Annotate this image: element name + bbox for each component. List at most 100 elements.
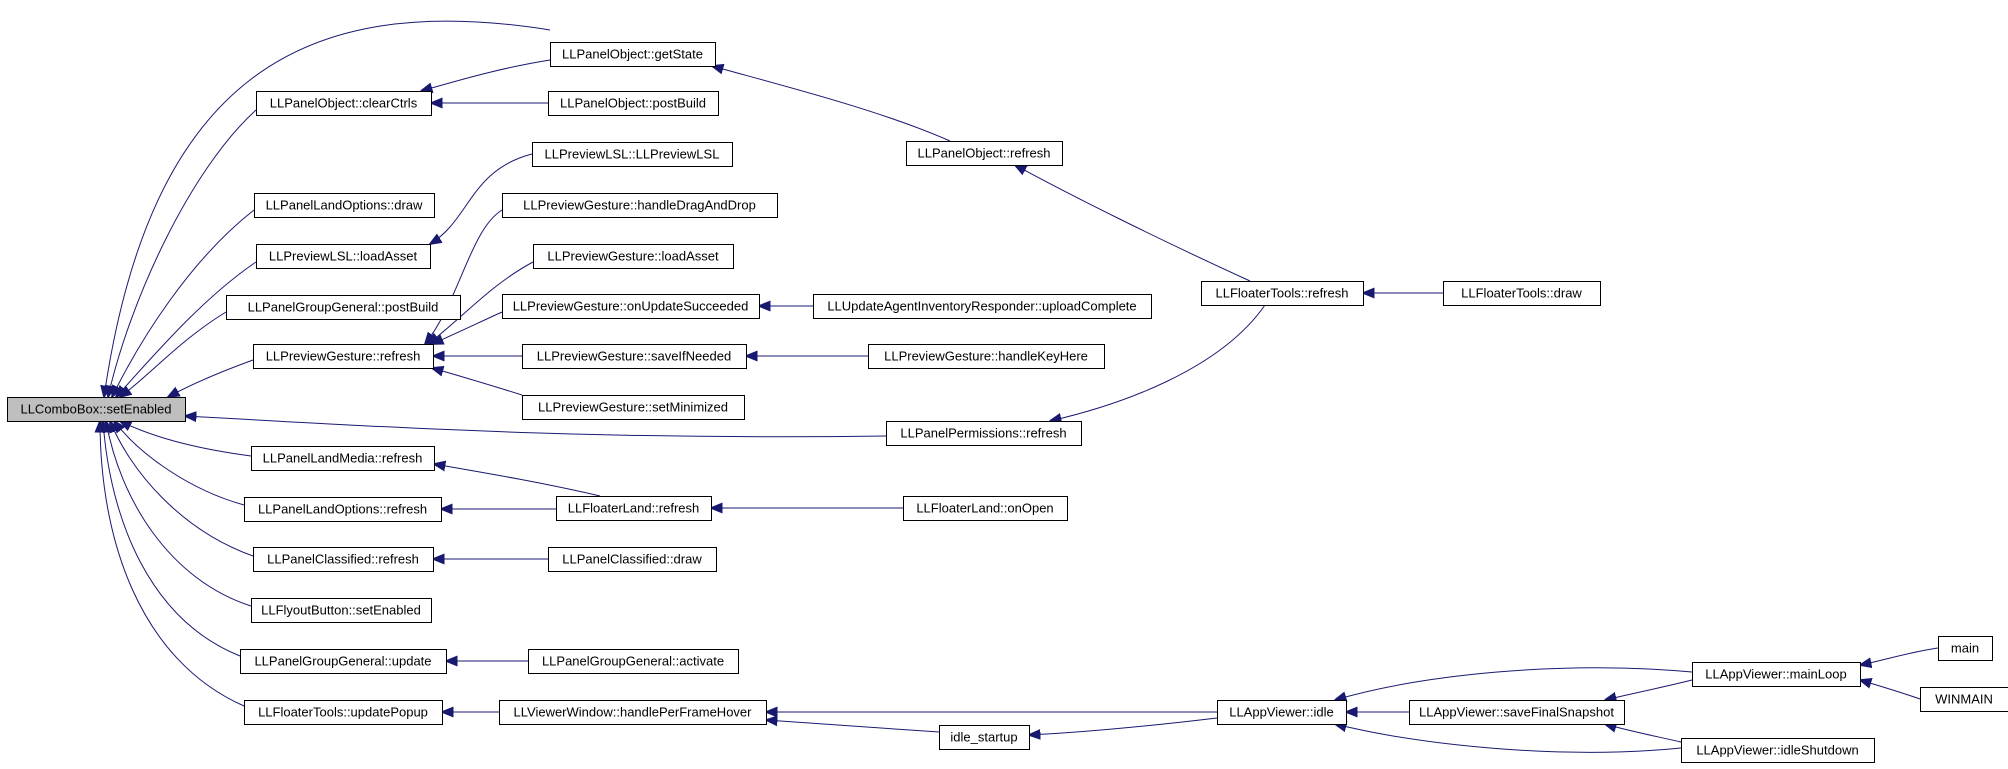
node-box[interactable] bbox=[499, 700, 767, 725]
node-pgload[interactable]: LLPreviewGesture::loadAsset bbox=[533, 244, 734, 269]
node-box[interactable] bbox=[1201, 281, 1364, 306]
node-box[interactable] bbox=[903, 496, 1068, 521]
node-fbset[interactable]: LLFlyoutButton::setEnabled bbox=[251, 598, 432, 623]
node-box[interactable] bbox=[813, 294, 1152, 319]
edge-pcrefresh-to-root bbox=[110, 421, 254, 557]
node-box[interactable] bbox=[253, 547, 434, 572]
node-label: LLFloaterTools::refresh bbox=[1216, 286, 1349, 301]
node-box[interactable] bbox=[244, 700, 443, 725]
node-label: LLPanelGroupGeneral::update bbox=[254, 654, 431, 669]
node-label: LLPanelLandOptions::refresh bbox=[258, 502, 427, 517]
node-box[interactable] bbox=[256, 244, 431, 269]
node-box[interactable] bbox=[906, 141, 1063, 166]
node-pggpost[interactable]: LLPanelGroupGeneral::postBuild bbox=[226, 295, 461, 320]
node-label: LLAppViewer::saveFinalSnapshot bbox=[1419, 705, 1614, 720]
node-label: LLFloaterLand::refresh bbox=[568, 501, 700, 516]
node-box[interactable] bbox=[244, 497, 442, 522]
node-pggupdate[interactable]: LLPanelGroupGeneral::update bbox=[240, 649, 447, 674]
edge-poclear-to-root bbox=[108, 109, 257, 397]
node-box[interactable] bbox=[548, 547, 717, 572]
edge-ftrefresh-to-porefresh bbox=[1015, 165, 1251, 282]
node-label: LLPanelObject::refresh bbox=[918, 146, 1051, 161]
edge-avshut-to-avsave bbox=[1605, 724, 1682, 743]
node-box[interactable] bbox=[502, 193, 778, 218]
node-pgupd[interactable]: LLPreviewGesture::onUpdateSucceeded bbox=[502, 294, 760, 319]
node-pcdraw[interactable]: LLPanelClassified::draw bbox=[548, 547, 717, 572]
node-box[interactable] bbox=[1217, 700, 1347, 725]
edge-ftrefresh-to-pprefresh bbox=[1050, 304, 1266, 421]
node-box[interactable] bbox=[886, 421, 1082, 446]
node-pgsave[interactable]: LLPreviewGesture::saveIfNeeded bbox=[522, 344, 747, 369]
edge-pprefresh-to-root bbox=[185, 416, 887, 438]
node-plslload[interactable]: LLPreviewLSL::loadAsset bbox=[256, 244, 431, 269]
node-box[interactable] bbox=[254, 193, 435, 218]
node-box[interactable] bbox=[7, 397, 186, 422]
node-avsave[interactable]: LLAppViewer::saveFinalSnapshot bbox=[1409, 700, 1625, 725]
node-label: LLPreviewLSL::LLPreviewLSL bbox=[545, 147, 720, 162]
node-winmain[interactable]: WINMAIN bbox=[1920, 687, 2008, 712]
node-box[interactable] bbox=[868, 344, 1105, 369]
node-box[interactable] bbox=[1938, 636, 1993, 661]
node-poclear[interactable]: LLPanelObject::clearCtrls bbox=[256, 91, 432, 116]
node-box[interactable] bbox=[256, 91, 432, 116]
node-idlestartup[interactable]: idle_startup bbox=[939, 725, 1030, 750]
node-avidle[interactable]: LLAppViewer::idle bbox=[1217, 700, 1347, 725]
node-pgkey[interactable]: LLPreviewGesture::handleKeyHere bbox=[868, 344, 1105, 369]
node-box[interactable] bbox=[226, 295, 461, 320]
edge-avmain-to-avsave bbox=[1605, 679, 1693, 700]
node-avshut[interactable]: LLAppViewer::idleShutdown bbox=[1681, 738, 1875, 763]
node-box[interactable] bbox=[1920, 687, 2008, 712]
node-box[interactable] bbox=[548, 91, 719, 116]
node-root[interactable]: LLComboBox::setEnabled bbox=[7, 397, 186, 422]
edge-pgrefresh-to-root bbox=[168, 359, 254, 397]
node-pogetstate[interactable]: LLPanelObject::getState bbox=[550, 42, 716, 67]
node-box[interactable] bbox=[1443, 281, 1601, 306]
node-flopen[interactable]: LLFloaterLand::onOpen bbox=[903, 496, 1068, 521]
node-pprefresh[interactable]: LLPanelPermissions::refresh bbox=[886, 421, 1082, 446]
node-plslctor[interactable]: LLPreviewLSL::LLPreviewLSL bbox=[532, 142, 733, 167]
node-pcrefresh[interactable]: LLPanelClassified::refresh bbox=[253, 547, 434, 572]
node-box[interactable] bbox=[251, 598, 432, 623]
node-pgrefresh[interactable]: LLPreviewGesture::refresh bbox=[253, 344, 434, 369]
node-uair[interactable]: LLUpdateAgentInventoryResponder::uploadC… bbox=[813, 294, 1152, 319]
node-plmrefresh[interactable]: LLPanelLandMedia::refresh bbox=[251, 446, 435, 471]
node-pgdrag[interactable]: LLPreviewGesture::handleDragAndDrop bbox=[502, 193, 778, 218]
node-box[interactable] bbox=[528, 649, 739, 674]
node-porefresh[interactable]: LLPanelObject::refresh bbox=[906, 141, 1063, 166]
node-box[interactable] bbox=[939, 725, 1030, 750]
edge-pggupdate-to-root bbox=[103, 421, 241, 657]
node-box[interactable] bbox=[533, 244, 734, 269]
edge-ftpopup-to-root bbox=[100, 421, 245, 707]
node-flrefresh[interactable]: LLFloaterLand::refresh bbox=[556, 496, 712, 521]
edges bbox=[100, 20, 1939, 753]
node-box[interactable] bbox=[1681, 738, 1875, 763]
node-ftpopup[interactable]: LLFloaterTools::updatePopup bbox=[244, 700, 443, 725]
node-box[interactable] bbox=[1692, 662, 1861, 687]
node-box[interactable] bbox=[240, 649, 447, 674]
node-box[interactable] bbox=[253, 344, 434, 369]
node-label: LLPreviewGesture::handleKeyHere bbox=[884, 349, 1088, 364]
nodes: LLComboBox::setEnabled LLPanelObject::get… bbox=[7, 42, 2008, 763]
node-box[interactable] bbox=[1409, 700, 1625, 725]
node-box[interactable] bbox=[251, 446, 435, 471]
edge-pggpost-to-root bbox=[120, 311, 227, 397]
node-ploptrefresh[interactable]: LLPanelLandOptions::refresh bbox=[244, 497, 442, 522]
node-box[interactable] bbox=[550, 42, 716, 67]
node-vwhover[interactable]: LLViewerWindow::handlePerFrameHover bbox=[499, 700, 767, 725]
node-pgmin[interactable]: LLPreviewGesture::setMinimized bbox=[522, 395, 745, 420]
node-box[interactable] bbox=[522, 344, 747, 369]
node-box[interactable] bbox=[556, 496, 712, 521]
node-box[interactable] bbox=[502, 294, 760, 319]
node-box[interactable] bbox=[532, 142, 733, 167]
node-label: LLPanelGroupGeneral::activate bbox=[542, 654, 724, 669]
node-ftdraw[interactable]: LLFloaterTools::draw bbox=[1443, 281, 1601, 306]
node-ftrefresh[interactable]: LLFloaterTools::refresh bbox=[1201, 281, 1364, 306]
node-box[interactable] bbox=[522, 395, 745, 420]
node-main[interactable]: main bbox=[1938, 636, 1993, 661]
node-pggact[interactable]: LLPanelGroupGeneral::activate bbox=[528, 649, 739, 674]
node-ploptdraw[interactable]: LLPanelLandOptions::draw bbox=[254, 193, 435, 218]
node-label: LLPreviewLSL::loadAsset bbox=[269, 249, 418, 264]
node-popostbuild[interactable]: LLPanelObject::postBuild bbox=[548, 91, 719, 116]
node-avmain[interactable]: LLAppViewer::mainLoop bbox=[1692, 662, 1861, 687]
